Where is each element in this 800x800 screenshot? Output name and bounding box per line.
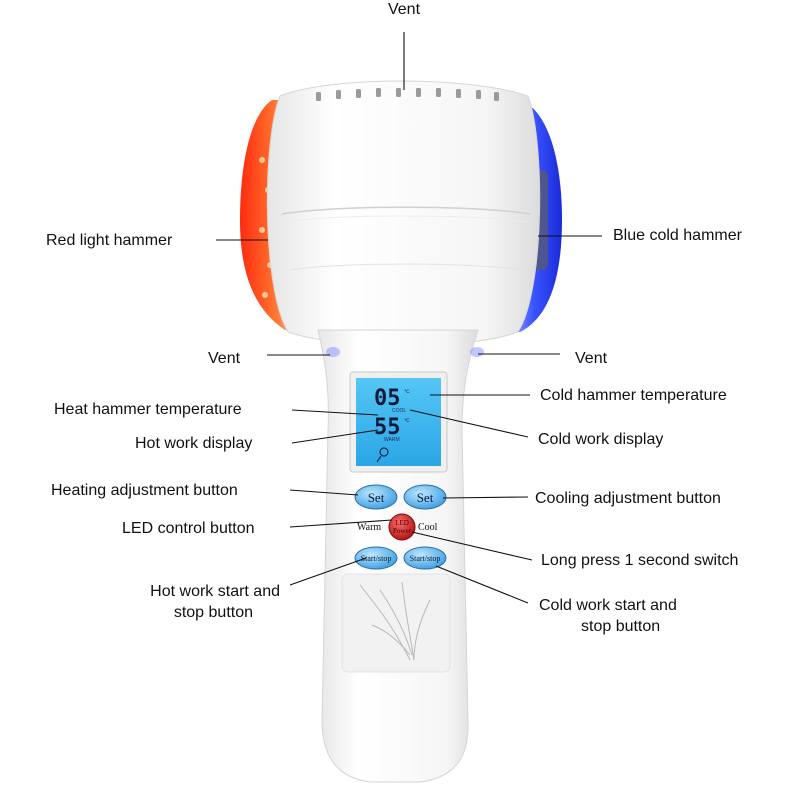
label-cooling-adjustment-button: Cooling adjustment button	[535, 490, 721, 507]
label-vent-right: Vent	[575, 350, 608, 367]
cooling-set-button[interactable]	[403, 484, 447, 510]
led-power-button[interactable]	[388, 513, 416, 541]
lcd-cold-unit: ℃	[404, 389, 410, 395]
hot-start-stop-button[interactable]	[354, 546, 398, 570]
label-cold-work-start-stop-line1: Cold work start and	[539, 597, 677, 614]
lcd-warm-tag: WARM	[384, 437, 400, 443]
cold-start-stop-label: Start/stop	[410, 554, 441, 563]
cool-label: Cool	[418, 522, 438, 533]
label-cold-hammer-temperature: Cold hammer temperature	[540, 387, 727, 404]
label-hot-work-display: Hot work display	[135, 435, 252, 452]
heating-set-label: Set	[368, 490, 385, 505]
lcd-warm-temp: 55	[374, 415, 401, 440]
label-cold-work-start-stop-line2: stop button	[581, 618, 660, 635]
label-cold-work-display: Cold work display	[538, 431, 663, 448]
cold-start-stop-button[interactable]	[403, 546, 447, 570]
label-hot-work-start-stop-line1: Hot work start and	[150, 583, 280, 600]
warm-label: Warm	[357, 522, 381, 533]
label-long-press-switch: Long press 1 second switch	[541, 552, 738, 569]
device-head	[266, 80, 541, 346]
label-blue-cold-hammer: Blue cold hammer	[613, 227, 743, 244]
lcd-cold-temp: 05	[374, 386, 401, 411]
vent-slots	[316, 88, 499, 101]
hot-start-stop-label: Start/stop	[361, 554, 392, 563]
label-heating-adjustment-button: Heating adjustment button	[51, 482, 238, 499]
cooling-set-label: Set	[417, 490, 434, 505]
leader-lines	[216, 32, 602, 604]
label-vent-top: Vent	[388, 1, 421, 18]
label-vent-left: Vent	[208, 350, 241, 367]
lcd-led-icon	[376, 447, 389, 463]
lcd-warm-unit: ℃	[404, 418, 410, 424]
led-button-label-line2: Power	[393, 527, 412, 535]
label-led-control-button: LED control button	[122, 520, 255, 537]
label-red-light-hammer: Red light hammer	[46, 232, 173, 249]
led-button-label-line1: LED	[395, 519, 409, 527]
label-heat-hammer-temperature: Heat hammer temperature	[54, 401, 242, 418]
lcd-screen: 05 ℃ COOL 55 ℃ WARM	[349, 371, 448, 473]
label-hot-work-start-stop-line2: stop button	[174, 604, 253, 621]
lcd-cold-tag: COOL	[392, 408, 406, 414]
heating-set-button[interactable]	[354, 484, 398, 510]
callout-labels: Vent Red light hammer Blue cold hammer V…	[46, 1, 743, 635]
control-buttons: Set Set Warm Cool LED Power Start/stop S…	[354, 484, 447, 570]
decorative-plant-print	[341, 573, 451, 673]
